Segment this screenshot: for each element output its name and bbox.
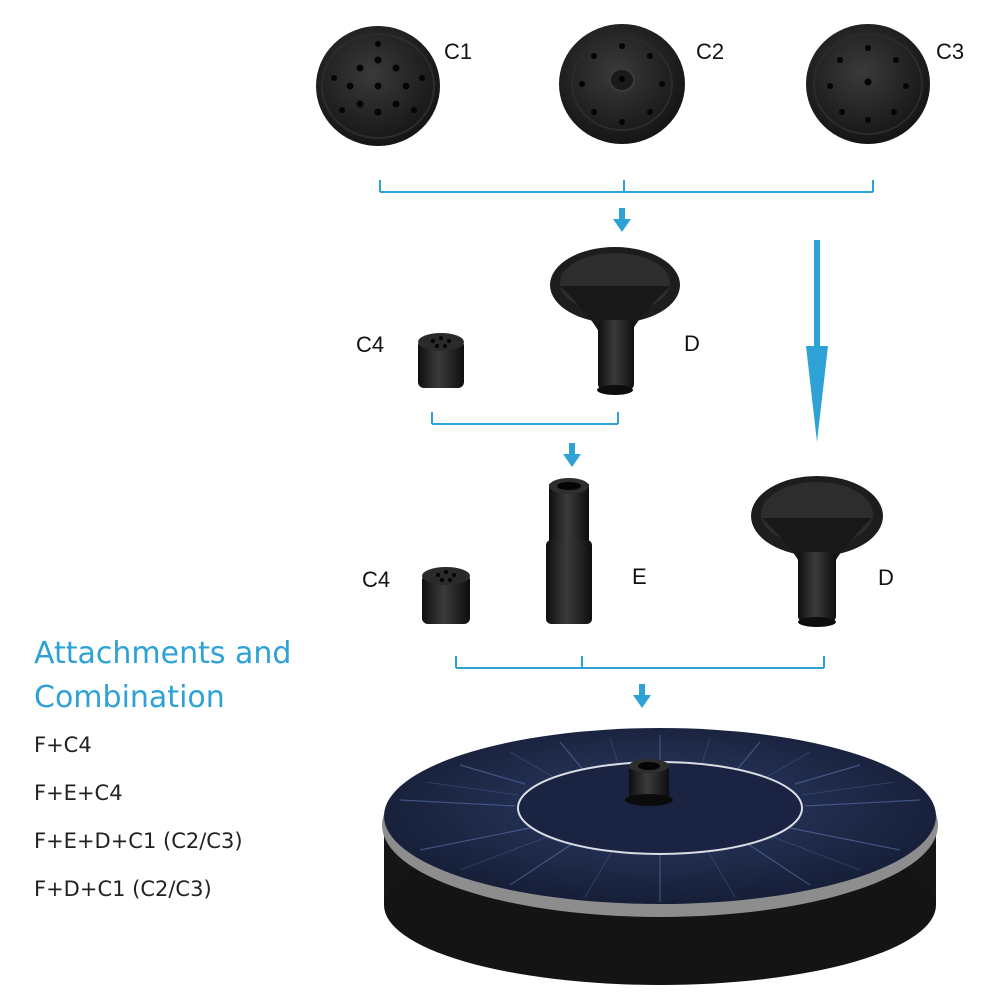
funnel-d-top	[550, 247, 680, 395]
label-c4-bottom: C4	[362, 567, 391, 592]
heading-line-1: Attachments and	[34, 636, 292, 671]
nozzle-c3	[806, 24, 930, 144]
section-heading: Attachments and Combination	[34, 632, 354, 720]
cap-c4-bottom	[422, 567, 470, 624]
combination-item: F+E+C4	[34, 781, 123, 805]
combination-item: F+E+D+C1 (C2/C3)	[34, 829, 243, 853]
bottom-bracket	[455, 656, 825, 669]
funnel-d-bottom	[751, 476, 883, 627]
label-c3: C3	[936, 39, 965, 64]
nozzle-c2	[559, 24, 685, 144]
combination-item: F+D+C1 (C2/C3)	[34, 877, 212, 901]
middle-bracket	[431, 412, 619, 425]
arrow-down-icon	[633, 684, 651, 708]
combination-item: F+C4	[34, 733, 92, 757]
top-bracket	[379, 180, 874, 193]
label-d-bottom: D	[878, 565, 894, 590]
label-c4-top: C4	[356, 332, 385, 357]
arrow-down-icon	[563, 443, 581, 467]
label-d-top: D	[684, 331, 700, 356]
solar-fountain-base	[382, 728, 938, 985]
nozzle-c1	[316, 26, 440, 146]
label-e: E	[632, 564, 647, 589]
arrow-down-icon	[613, 208, 631, 232]
cap-c4-top	[418, 333, 464, 388]
label-c2: C2	[696, 39, 725, 64]
tube-e	[546, 478, 592, 624]
heading-line-2: Combination	[34, 680, 225, 715]
label-c1: C1	[444, 39, 473, 64]
combination-list: F+C4 F+E+C4 F+E+D+C1 (C2/C3) F+D+C1 (C2/…	[34, 728, 243, 920]
long-arrow-down-icon	[806, 240, 828, 442]
